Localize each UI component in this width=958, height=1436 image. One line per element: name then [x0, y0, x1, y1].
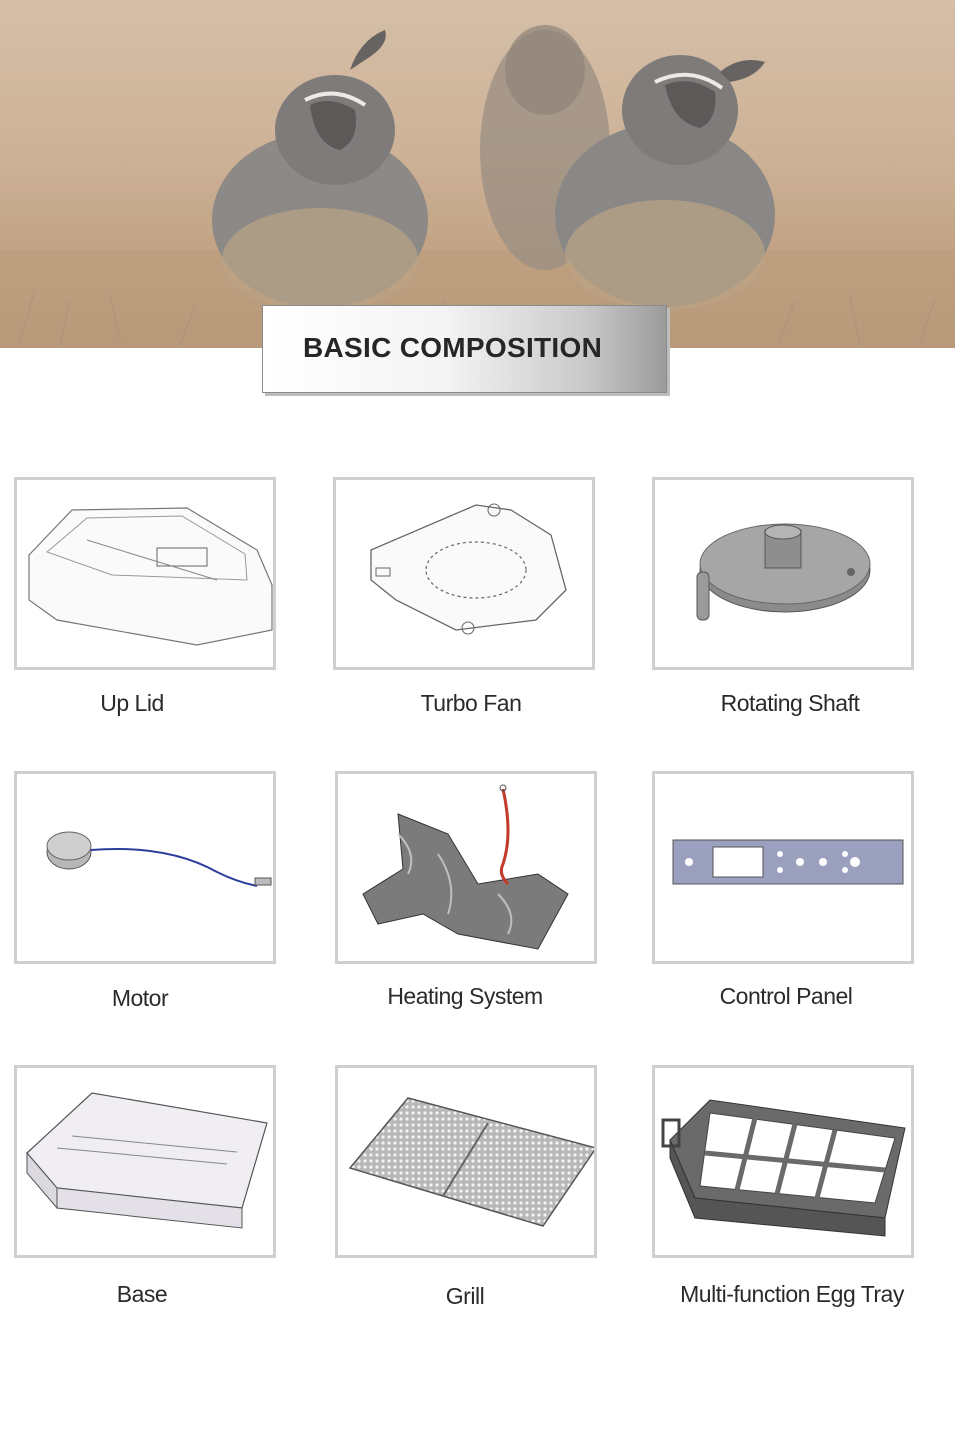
grill-image [348, 1097, 594, 1227]
heating-system-image [362, 784, 569, 950]
component-card-base [14, 1065, 276, 1258]
left-quail [212, 30, 428, 312]
component-card-turbo-fan [333, 477, 595, 670]
component-label-grill: Grill [445, 1283, 485, 1309]
component-label-egg-tray: Multi-function Egg Tray [680, 1281, 904, 1307]
component-label-base: Base [116, 1281, 168, 1307]
component-label-motor: Motor [111, 985, 169, 1011]
component-card-heating-system [335, 771, 597, 964]
hero-quail-photo [0, 0, 955, 348]
component-card-up-lid [14, 477, 276, 670]
component-card-rotating-shaft [652, 477, 914, 670]
base-image [26, 1092, 268, 1229]
component-label-turbo-fan: Turbo Fan [420, 690, 522, 716]
component-card-motor [14, 771, 276, 964]
turbo-fan-image [370, 503, 567, 635]
rotating-shaft-image [696, 523, 871, 621]
egg-tray-image [661, 1099, 906, 1237]
motor-image [46, 831, 272, 887]
component-card-egg-tray [652, 1065, 914, 1258]
component-card-control-panel [652, 771, 914, 964]
component-card-grill [335, 1065, 597, 1258]
component-label-rotating-shaft: Rotating Shaft [720, 690, 860, 716]
quail-illustration [0, 0, 955, 348]
section-title-banner: BASIC COMPOSITION [262, 305, 667, 393]
up-lid-image [28, 507, 273, 646]
section-title: BASIC COMPOSITION [303, 332, 603, 363]
component-label-up-lid: Up Lid [100, 690, 164, 716]
control-panel-image [672, 839, 904, 885]
right-quail [555, 55, 775, 310]
component-label-heating-system: Heating System [387, 983, 543, 1009]
component-label-control-panel: Control Panel [719, 983, 853, 1009]
